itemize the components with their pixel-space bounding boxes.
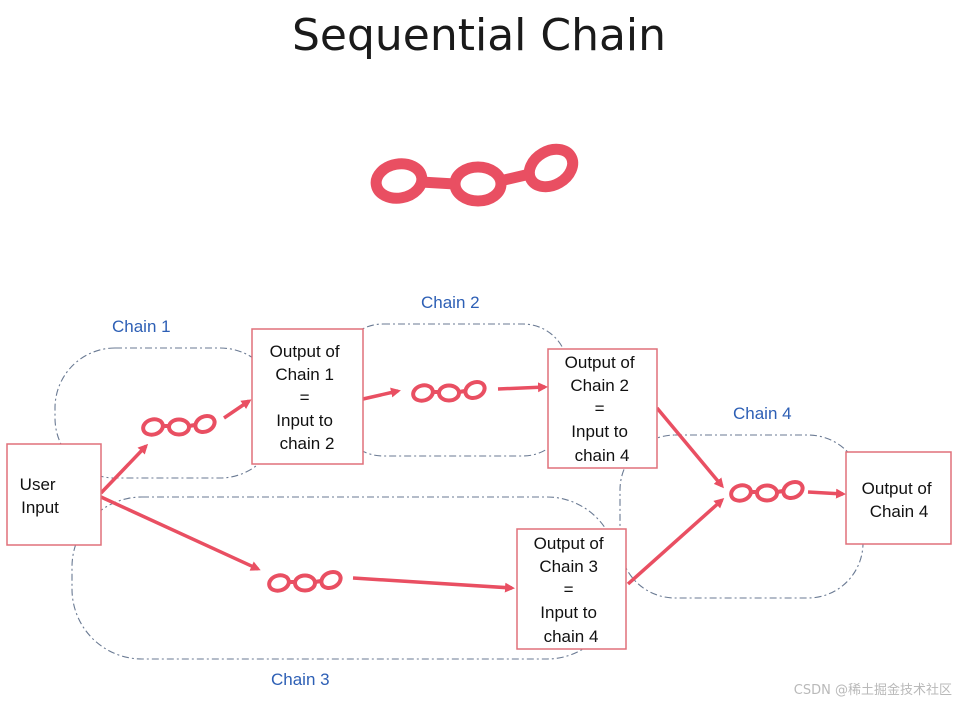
- svg-text:Output of Chain 4: Output of Chain 4: [862, 479, 937, 521]
- box-line: Chain 1: [275, 365, 334, 384]
- chain-regions: [54, 323, 864, 660]
- svg-text:Output of Chain 2: Output of Chain 2 = Input to chain 4: [565, 353, 640, 465]
- box-line: Chain 4: [870, 502, 929, 521]
- box-line: =: [564, 580, 574, 599]
- arrow-chain1-to-output1: [223, 399, 252, 420]
- box-line: Output of: [534, 534, 604, 553]
- arrow-chain3-to-output3: [352, 576, 515, 593]
- box-line: chain 2: [280, 434, 335, 453]
- box-line: Input to: [571, 422, 628, 441]
- box-line: Input to: [276, 411, 333, 430]
- chain-link-icon: [370, 143, 579, 207]
- svg-text:User Input: User Input: [20, 475, 61, 517]
- arrow-output2-to-chain4: [655, 406, 724, 489]
- box-line: User: [20, 475, 56, 494]
- box-line: chain 4: [544, 627, 599, 646]
- diagram-title: Sequential Chain: [292, 10, 666, 61]
- arrow-output3-to-chain4: [626, 498, 725, 586]
- output3-box: Output of Chain 3 = Input to chain 4: [516, 528, 627, 650]
- box-line: Input: [21, 498, 59, 517]
- chain4-label: Chain 4: [733, 404, 792, 423]
- svg-text:Output of Chain 3: Output of Chain 3 = Input to chain 4: [534, 534, 609, 646]
- box-line: Output of: [270, 342, 340, 361]
- chain1-label: Chain 1: [112, 317, 171, 336]
- chain1-link-icon: [139, 410, 220, 439]
- arrow-output1-to-chain2: [362, 387, 401, 401]
- chain3-label: Chain 3: [271, 670, 330, 689]
- output2-box: Output of Chain 2 = Input to chain 4: [547, 348, 658, 469]
- arrow-chain4-to-output4: [807, 488, 846, 499]
- arrow-chain2-to-output2: [497, 382, 548, 393]
- chain2-region: [337, 323, 569, 457]
- watermark: CSDN @稀土掘金技术社区: [794, 682, 952, 698]
- output1-box: Output of Chain 1 = Input to chain 2: [251, 328, 364, 465]
- chain4-link-icon: [727, 476, 808, 505]
- svg-text:Output of Chain 1: Output of Chain 1 = Input to chain 2: [270, 342, 345, 453]
- box-line: Output of: [565, 353, 635, 372]
- chain2-label: Chain 2: [421, 293, 480, 312]
- arrow-input-to-chain3: [100, 495, 261, 571]
- box-line: Input to: [540, 603, 597, 622]
- box-line: =: [300, 388, 310, 407]
- chain3-link-icon: [265, 566, 346, 595]
- output4-box: Output of Chain 4: [845, 451, 952, 545]
- user-input-box: User Input: [6, 443, 102, 546]
- arrow-input-to-chain1: [99, 443, 149, 495]
- box-line: Output of: [862, 479, 932, 498]
- flow-arrows: [99, 382, 846, 593]
- chain1-region: [54, 347, 281, 479]
- box-line: =: [595, 399, 605, 418]
- box-line: Chain 2: [570, 376, 629, 395]
- box-line: Chain 3: [539, 557, 598, 576]
- box-line: chain 4: [575, 446, 630, 465]
- chain2-link-icon: [409, 376, 490, 405]
